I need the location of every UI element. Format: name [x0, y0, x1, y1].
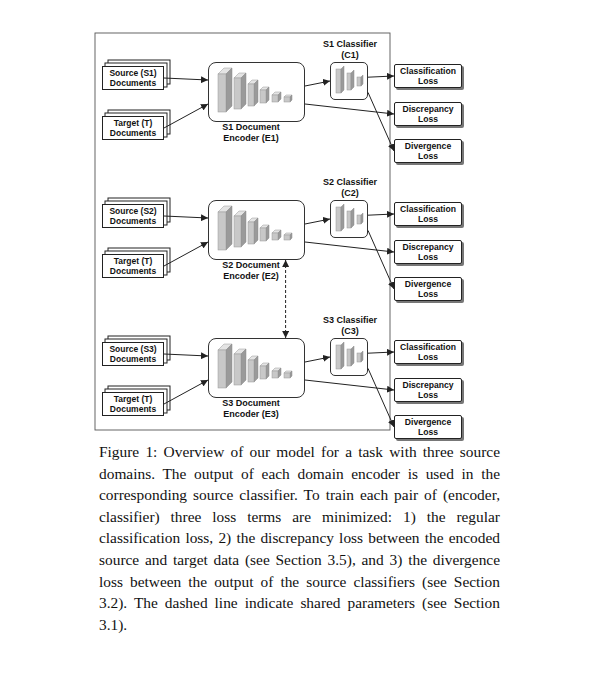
loss-box: Divergence Loss: [394, 277, 462, 301]
node-label: Source (S3) Documents: [103, 344, 163, 364]
encoder-box: S2 Document Encoder (E2): [208, 200, 305, 260]
document-stack: Source (S2) Documents: [102, 204, 164, 228]
node-label: Discrepancy Loss: [395, 104, 461, 124]
node-label: Classification Loss: [395, 66, 461, 86]
node-label: S1 Classifier (C1): [320, 39, 380, 61]
loss-box: Divergence Loss: [394, 415, 462, 439]
classifier-box: S3 Classifier (C3): [330, 338, 368, 376]
node-label: S2 Document Encoder (E2): [205, 260, 297, 282]
loss-box: Classification Loss: [394, 64, 462, 88]
flow-arrow: [164, 380, 208, 404]
flow-arrow: [305, 357, 330, 362]
flow-arrow: [164, 216, 208, 218]
flow-arrow: [368, 76, 394, 77]
flow-arrow: [305, 380, 394, 390]
node-label: Divergence Loss: [395, 141, 461, 161]
classifier-box: S2 Classifier (C2): [330, 200, 368, 238]
flow-arrow: [305, 219, 330, 224]
flow-arrow: [368, 230, 394, 289]
node-label: Classification Loss: [395, 204, 461, 224]
flow-arrow: [305, 81, 330, 86]
document-stack: Target (T) Documents: [102, 254, 164, 278]
encoder-box: S3 Document Encoder (E3): [208, 338, 305, 398]
encoder-box: S1 Document Encoder (E1): [208, 62, 305, 122]
node-label: Discrepancy Loss: [395, 380, 461, 400]
node-label: S3 Document Encoder (E3): [205, 398, 297, 420]
figure-caption: Figure 1: Overview of our model for a ta…: [99, 441, 500, 635]
node-label: Target (T) Documents: [103, 394, 163, 414]
loss-box: Divergence Loss: [394, 139, 462, 163]
document-stack: Target (T) Documents: [102, 392, 164, 416]
document-stack: Source (S3) Documents: [102, 342, 164, 366]
node-label: S2 Classifier (C2): [320, 177, 380, 199]
flow-arrow: [368, 352, 394, 353]
classifier-box: S1 Classifier (C1): [330, 62, 368, 100]
node-label: Target (T) Documents: [103, 256, 163, 276]
flow-arrow: [368, 368, 394, 427]
node-label: Discrepancy Loss: [395, 242, 461, 262]
flow-arrow: [164, 354, 208, 356]
document-stack: Source (S1) Documents: [102, 66, 164, 90]
loss-box: Discrepancy Loss: [394, 378, 462, 402]
node-label: S3 Classifier (C3): [320, 315, 380, 337]
loss-box: Classification Loss: [394, 340, 462, 364]
node-label: Source (S2) Documents: [103, 206, 163, 226]
loss-box: Classification Loss: [394, 202, 462, 226]
loss-box: Discrepancy Loss: [394, 240, 462, 264]
flow-arrow: [164, 104, 208, 128]
flow-arrow: [368, 214, 394, 215]
node-label: Target (T) Documents: [103, 118, 163, 138]
flow-arrow: [164, 78, 208, 80]
flow-arrow: [164, 242, 208, 266]
node-label: S1 Document Encoder (E1): [205, 122, 297, 144]
flow-arrow: [305, 242, 394, 252]
flow-arrow: [305, 104, 394, 114]
node-label: Source (S1) Documents: [103, 68, 163, 88]
node-label: Classification Loss: [395, 342, 461, 362]
document-stack: Target (T) Documents: [102, 116, 164, 140]
flow-arrow: [368, 92, 394, 151]
node-label: Divergence Loss: [395, 417, 461, 437]
loss-box: Discrepancy Loss: [394, 102, 462, 126]
node-label: Divergence Loss: [395, 279, 461, 299]
shared-parameter-link: [285, 260, 286, 338]
